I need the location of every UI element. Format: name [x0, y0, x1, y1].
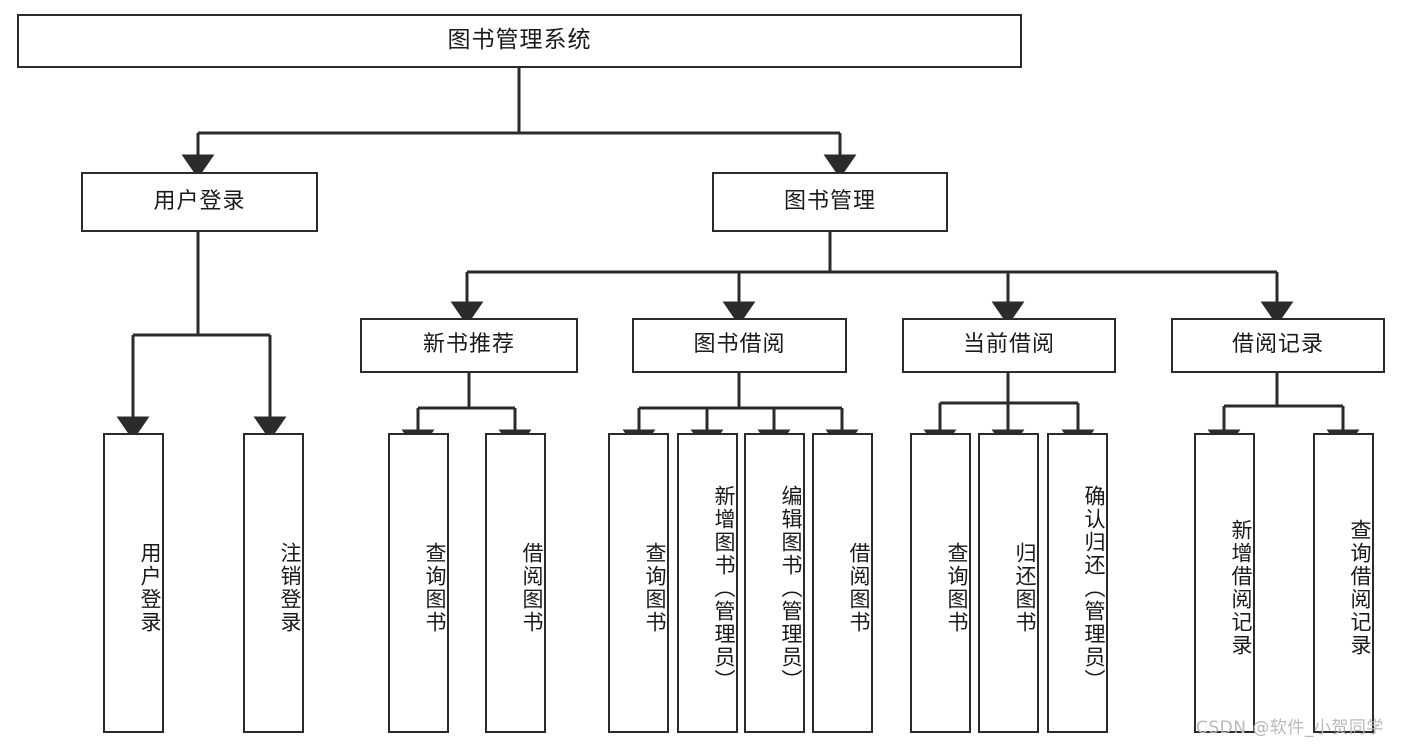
node-label: 图书管理: [783, 188, 876, 214]
node-label: 用户登录: [153, 188, 246, 214]
watermark-text: CSDN @软件_小贺同学: [1196, 718, 1384, 738]
node-label: 编辑图书（管理员）: [779, 484, 803, 692]
node-label: 借阅图书: [847, 542, 871, 634]
leaf-return-book[interactable]: 归还图书: [978, 433, 1039, 733]
leaf-query-borrow-record[interactable]: 查询借阅记录: [1313, 433, 1374, 733]
node-label: 查询图书: [643, 542, 667, 634]
node-label: 当前借阅: [962, 332, 1055, 358]
node-label: 借阅记录: [1231, 332, 1324, 358]
node-current-borrowing[interactable]: 当前借阅: [902, 318, 1116, 373]
node-book-management[interactable]: 图书管理: [712, 172, 948, 232]
node-label: 归还图书: [1013, 542, 1037, 634]
node-label: 新书推荐: [422, 332, 515, 358]
leaf-query-book-current[interactable]: 查询图书: [910, 433, 971, 733]
node-label: 借阅图书: [520, 542, 544, 634]
leaf-logout[interactable]: 注销登录: [243, 433, 304, 733]
leaf-add-borrow-record[interactable]: 新增借阅记录: [1194, 433, 1255, 733]
node-label: 查询借阅记录: [1348, 519, 1372, 657]
node-label: 新增借阅记录: [1229, 519, 1253, 657]
node-label: 查询图书: [945, 542, 969, 634]
node-user-login[interactable]: 用户登录: [81, 172, 318, 232]
leaf-user-login[interactable]: 用户登录: [103, 433, 164, 733]
leaf-query-book-borrow[interactable]: 查询图书: [608, 433, 669, 733]
leaf-add-book-admin[interactable]: 新增图书（管理员）: [677, 433, 738, 733]
leaf-confirm-return-admin[interactable]: 确认归还（管理员）: [1047, 433, 1108, 733]
node-book-borrowing[interactable]: 图书借阅: [632, 318, 847, 373]
node-new-book-recommendation[interactable]: 新书推荐: [360, 318, 578, 373]
node-label: 确认归还（管理员）: [1082, 484, 1106, 692]
leaf-edit-book-admin[interactable]: 编辑图书（管理员）: [744, 433, 805, 733]
node-label: 查询图书: [423, 542, 447, 634]
node-label: 用户登录: [138, 542, 162, 634]
node-label: 新增图书（管理员）: [712, 484, 736, 692]
leaf-borrow-book-newbook[interactable]: 借阅图书: [485, 433, 546, 733]
node-borrow-records[interactable]: 借阅记录: [1171, 318, 1385, 373]
node-label: 注销登录: [278, 542, 302, 634]
node-label: 图书管理系统: [447, 27, 592, 54]
leaf-borrow-book[interactable]: 借阅图书: [812, 433, 873, 733]
node-label: 图书借阅: [693, 332, 786, 358]
node-root-book-management-system[interactable]: 图书管理系统: [17, 14, 1022, 68]
leaf-query-book-newbook[interactable]: 查询图书: [388, 433, 449, 733]
